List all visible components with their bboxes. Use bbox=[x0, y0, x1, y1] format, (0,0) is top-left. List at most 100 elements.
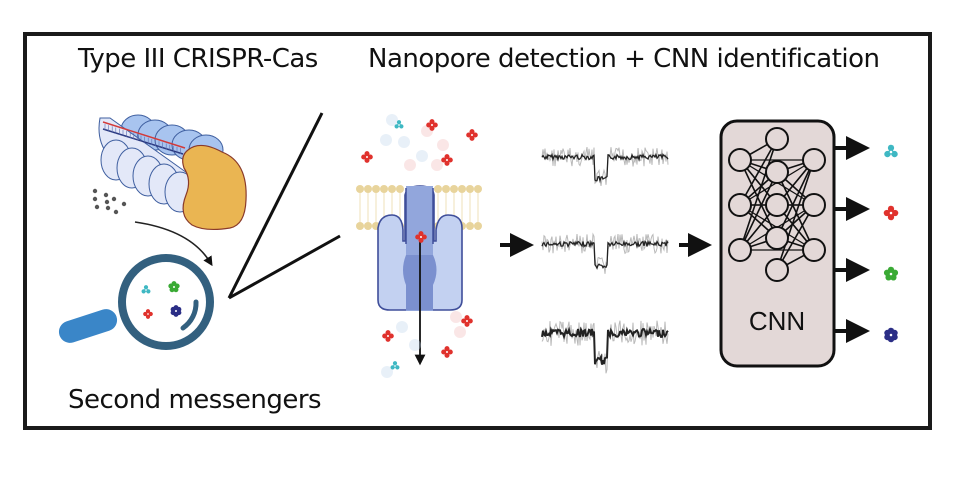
atp-dot bbox=[113, 209, 119, 215]
lipid-head bbox=[442, 185, 450, 193]
network-edge bbox=[739, 138, 778, 206]
lipid-head bbox=[356, 222, 364, 230]
red-tetramer-icon bbox=[441, 346, 453, 358]
second-messengers-label: Second messengers bbox=[68, 385, 322, 415]
faded-molecule bbox=[386, 114, 398, 126]
filtered-signal bbox=[541, 152, 669, 184]
network-node bbox=[728, 238, 752, 262]
lipid-head bbox=[356, 185, 364, 193]
raw-signal bbox=[541, 232, 669, 274]
small-molecule-dots bbox=[92, 188, 127, 215]
navy-hexamer-icon bbox=[170, 305, 182, 317]
red-tetramer-icon bbox=[143, 309, 153, 319]
curved-arrow bbox=[134, 221, 213, 267]
network-node bbox=[765, 193, 789, 217]
network-edge bbox=[739, 159, 778, 239]
red-tetramer-icon bbox=[382, 330, 394, 342]
lipid-head bbox=[434, 185, 442, 193]
lipid-head bbox=[474, 185, 482, 193]
faded-molecule bbox=[450, 311, 462, 323]
atp-dot bbox=[92, 196, 98, 202]
network-node bbox=[765, 160, 789, 184]
lipid-head bbox=[466, 185, 474, 193]
atp-dot bbox=[105, 205, 111, 211]
network-edge bbox=[776, 159, 815, 271]
faded-molecule bbox=[396, 321, 408, 333]
faded-molecule bbox=[380, 134, 392, 146]
red-tetramer-icon bbox=[426, 119, 438, 131]
green-pentamer-icon bbox=[883, 266, 899, 281]
atp-dot bbox=[94, 204, 100, 210]
network-node bbox=[765, 127, 789, 151]
network-node bbox=[765, 226, 789, 250]
lipid-head bbox=[396, 185, 404, 193]
zoom-line-upper bbox=[227, 112, 324, 299]
magnifier-molecules bbox=[141, 281, 182, 319]
faded-molecule bbox=[409, 339, 421, 351]
type-iii-crispr-cas-complex bbox=[98, 114, 247, 231]
current-trace bbox=[541, 232, 669, 274]
atp-dot bbox=[104, 199, 110, 205]
network-edge bbox=[776, 204, 815, 271]
filtered-signal bbox=[541, 325, 669, 365]
faded-molecule bbox=[404, 159, 416, 171]
lipid-head bbox=[474, 222, 482, 230]
neural-network-graph bbox=[728, 127, 826, 282]
network-node bbox=[802, 238, 826, 262]
network-node bbox=[728, 148, 752, 172]
network-edge bbox=[739, 138, 778, 251]
lipid-head bbox=[364, 185, 372, 193]
raw-signal bbox=[541, 147, 669, 186]
navy-hexamer-icon bbox=[884, 327, 898, 343]
red-tetramer-icon bbox=[441, 154, 453, 166]
network-edge bbox=[776, 171, 815, 251]
faded-molecule bbox=[431, 159, 443, 171]
nanopore-title: Nanopore detection + CNN identification bbox=[368, 44, 880, 74]
atp-dot bbox=[121, 201, 127, 207]
red-tetramer-icon bbox=[361, 151, 373, 163]
lipid-head bbox=[372, 185, 380, 193]
current-traces bbox=[541, 147, 669, 374]
current-trace bbox=[541, 320, 669, 374]
cyan-trimer-icon bbox=[884, 144, 898, 158]
lipid-head bbox=[364, 222, 372, 230]
red-tetramer-icon bbox=[883, 205, 899, 221]
cas10-subunit bbox=[182, 144, 247, 231]
lipid-head bbox=[450, 185, 458, 193]
cyan-trimer-icon bbox=[141, 285, 151, 294]
network-node bbox=[802, 193, 826, 217]
filtered-signal bbox=[541, 239, 669, 270]
cyan-trimer-icon bbox=[390, 361, 400, 370]
network-node bbox=[765, 258, 789, 282]
lipid-head bbox=[458, 185, 466, 193]
faded-molecule bbox=[381, 366, 393, 378]
cyan-trimer-icon bbox=[394, 120, 404, 129]
faded-molecule bbox=[454, 326, 466, 338]
atp-dot bbox=[92, 188, 98, 194]
network-edge bbox=[739, 171, 778, 251]
network-node bbox=[802, 148, 826, 172]
atp-dot bbox=[103, 192, 109, 198]
magnifier-icon bbox=[58, 254, 214, 350]
faded-molecule bbox=[398, 136, 410, 148]
lipid-head bbox=[380, 185, 388, 193]
raw-signal bbox=[541, 320, 669, 374]
crispr-title: Type III CRISPR-Cas bbox=[78, 44, 318, 74]
green-pentamer-icon bbox=[168, 281, 180, 293]
cnn-label: CNN bbox=[749, 306, 805, 336]
lipid-head bbox=[466, 222, 474, 230]
atp-dot bbox=[111, 196, 117, 202]
pore-molecules bbox=[361, 114, 478, 378]
red-tetramer-icon bbox=[466, 129, 478, 141]
lipid-head bbox=[388, 185, 396, 193]
network-edge bbox=[776, 159, 815, 239]
crrna-strand bbox=[102, 121, 186, 149]
faded-molecule bbox=[416, 150, 428, 162]
network-node bbox=[728, 193, 752, 217]
faded-molecule bbox=[437, 139, 449, 151]
red-tetramer-icon bbox=[415, 231, 427, 243]
zoom-line-lower bbox=[228, 234, 341, 300]
red-tetramer-icon bbox=[461, 315, 473, 327]
current-trace bbox=[541, 147, 669, 186]
